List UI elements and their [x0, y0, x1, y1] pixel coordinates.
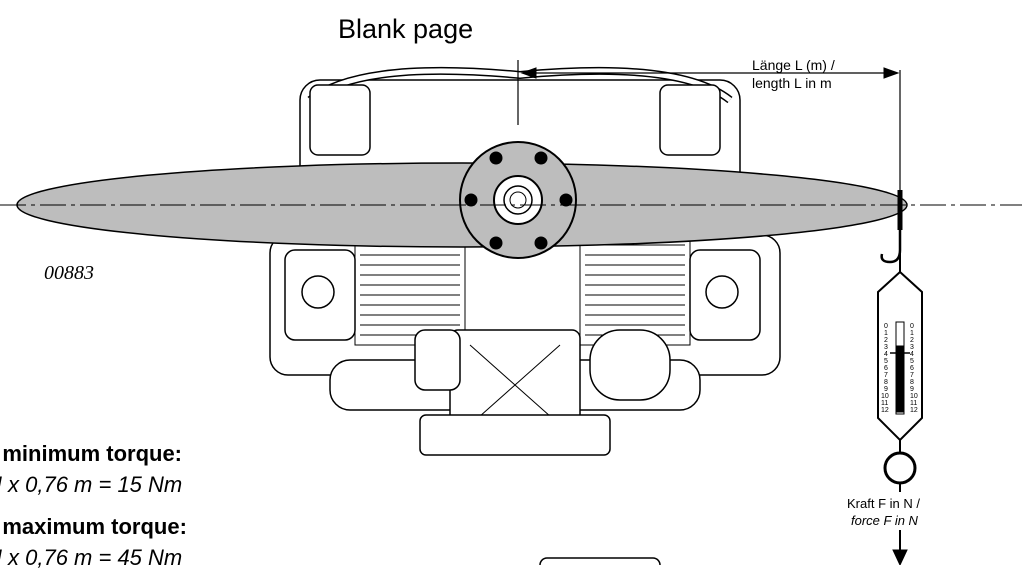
scale-tick-left: 5	[884, 358, 888, 365]
scale-tick-left: 12	[881, 407, 889, 414]
length-label-en: length L in m	[752, 75, 832, 91]
scale-tick-right: 2	[910, 337, 914, 344]
scale-tick-left: 1	[884, 330, 888, 337]
min-torque-formula: N x 0,76 m = 15 Nm	[0, 472, 183, 497]
scale-tick-right: 12	[910, 407, 918, 414]
scale-tick-right: 7	[910, 372, 914, 379]
scale-tick-left: 0	[884, 323, 888, 330]
scale-tick-left: 2	[884, 337, 888, 344]
scale-tick-left: 11	[881, 400, 888, 407]
scale-tick-left: 6	[884, 365, 888, 372]
scale-tick-left: 10	[881, 393, 889, 400]
spring-scale	[877, 270, 923, 565]
partial-button-outline	[539, 557, 661, 565]
length-label-de: Länge L (m) /	[752, 57, 835, 73]
scale-tick-right: 0	[910, 323, 914, 330]
scale-tick-right: 8	[910, 379, 914, 386]
scale-tick-right: 4	[910, 351, 914, 358]
scale-tick-right: 9	[910, 386, 914, 393]
scale-tick-left: 4	[884, 351, 888, 358]
scale-tick-right: 6	[910, 365, 914, 372]
max-torque-label: e maximum torque:	[0, 514, 187, 539]
scale-tick-left: 9	[884, 386, 888, 393]
max-torque-formula: N x 0,76 m = 45 Nm	[0, 545, 183, 570]
scale-tick-left: 3	[884, 344, 888, 351]
scale-tick-left: 7	[884, 372, 888, 379]
length-arrow	[520, 67, 900, 79]
scale-ticks: 0 1 2 3 4 5 6 7 8 9 10 11 12 0 1 2 3 4 5…	[881, 323, 918, 414]
engine-body	[269, 66, 781, 456]
scale-tick-right: 5	[910, 358, 914, 365]
propeller-hub	[459, 141, 577, 259]
scale-tick-right: 3	[910, 344, 914, 351]
scale-hook	[880, 230, 902, 264]
drawing-number: 00883	[44, 262, 94, 284]
scale-tick-right: 11	[910, 400, 917, 407]
scale-tick-left: 8	[884, 379, 888, 386]
cylinder-fins-right	[579, 234, 691, 346]
force-label-en: force F in N	[851, 513, 918, 528]
cylinder-fins-left	[354, 234, 466, 346]
force-label-de: Kraft F in N /	[847, 496, 920, 511]
scale-tick-right: 10	[910, 393, 918, 400]
scale-tick-right: 1	[910, 330, 914, 337]
page-title: Blank page	[338, 14, 474, 44]
min-torque-label: e minimum torque:	[0, 441, 183, 466]
